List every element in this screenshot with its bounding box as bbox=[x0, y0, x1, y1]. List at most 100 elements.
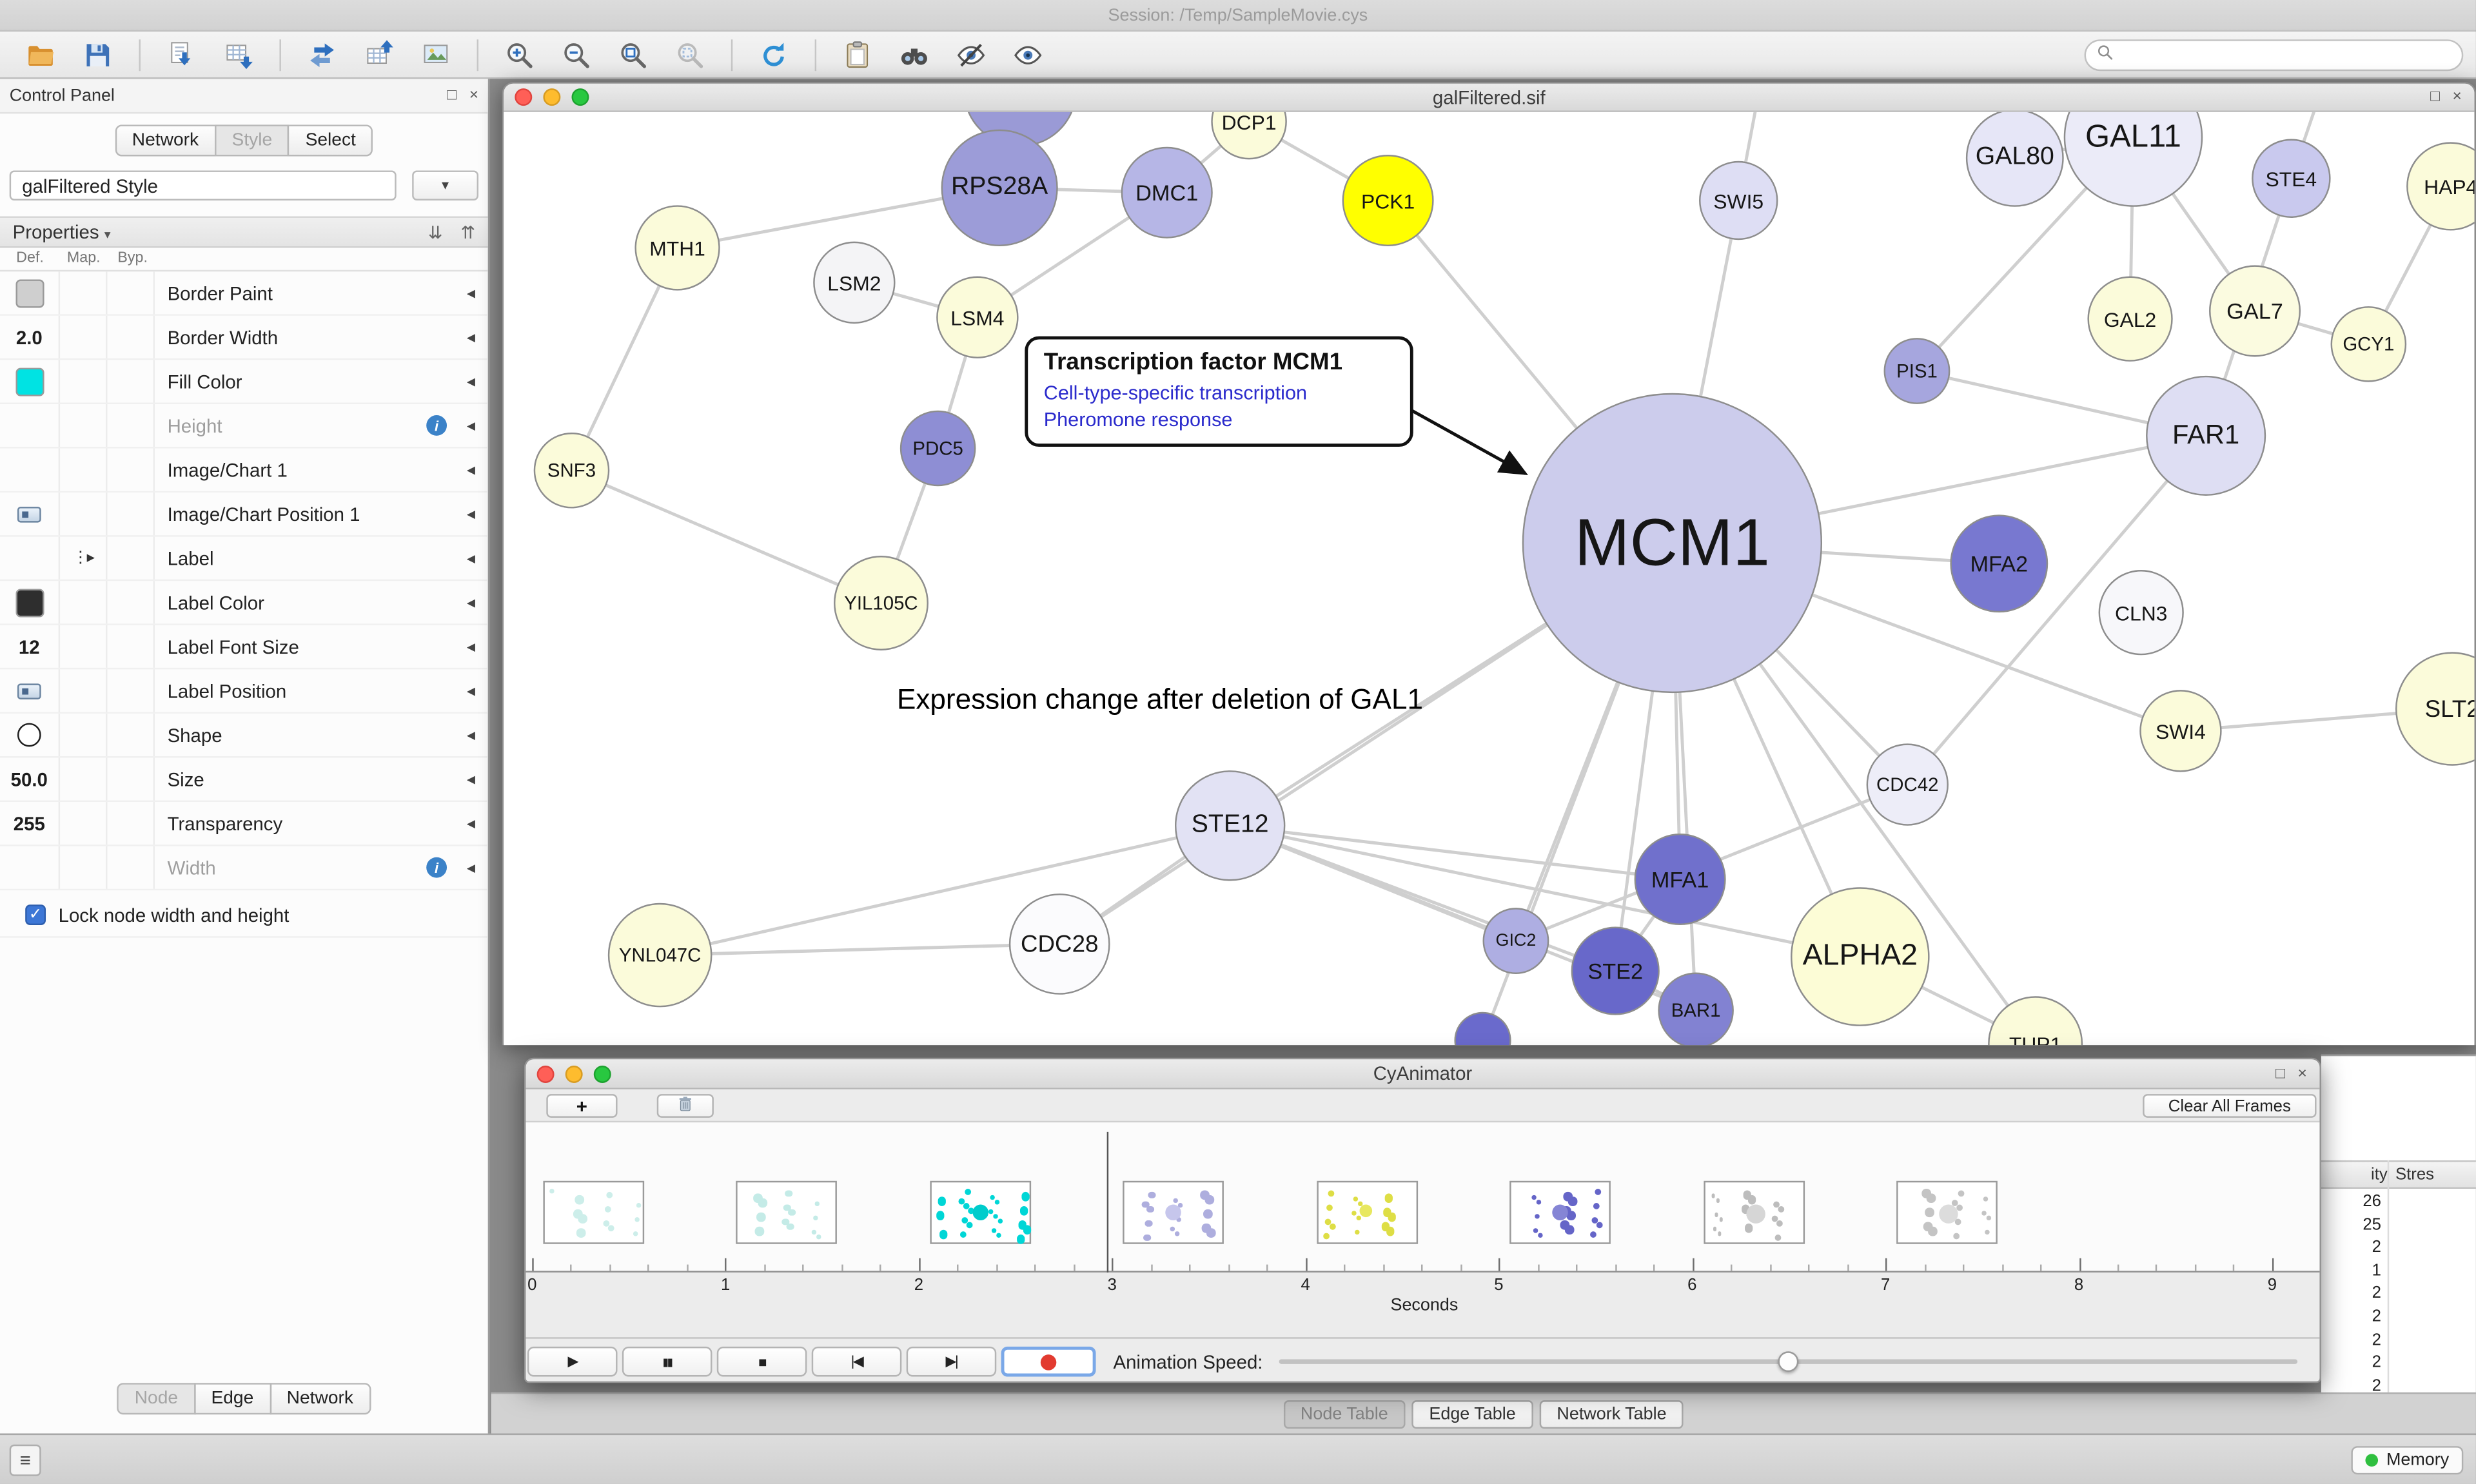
tab-node-table[interactable]: Node Table bbox=[1282, 1399, 1406, 1429]
network-node-HAP4[interactable]: HAP4 bbox=[2406, 142, 2475, 231]
animation-frame-thumbnail-3[interactable] bbox=[1123, 1180, 1224, 1244]
zoom-selected-icon[interactable] bbox=[669, 34, 711, 75]
export-network-icon[interactable] bbox=[302, 34, 343, 75]
tab-select[interactable]: Select bbox=[288, 124, 373, 157]
zoom-traffic-light[interactable] bbox=[593, 1064, 611, 1082]
tab-edge-table[interactable]: Edge Table bbox=[1411, 1399, 1533, 1429]
expand-row-arrow[interactable]: ◀ bbox=[466, 818, 476, 830]
network-node-DCP1[interactable]: DCP1 bbox=[1211, 112, 1287, 160]
network-node-DMC1[interactable]: DMC1 bbox=[1121, 146, 1213, 239]
first-neighbors-icon[interactable] bbox=[894, 34, 935, 75]
network-node-BAR1[interactable]: BAR1 bbox=[1658, 972, 1734, 1046]
style-property-row-label[interactable]: ⋮▸Label◀ bbox=[0, 536, 488, 581]
mapping-cell[interactable] bbox=[60, 315, 108, 358]
float-window-icon[interactable]: □ bbox=[2275, 1064, 2285, 1082]
network-node-YIL105C[interactable]: YIL105C bbox=[834, 556, 928, 650]
lock-size-row[interactable]: ✓ Lock node width and height bbox=[0, 893, 488, 938]
style-property-row-border-paint[interactable]: Border Paint◀ bbox=[0, 271, 488, 316]
network-node-FAR1[interactable]: FAR1 bbox=[2146, 375, 2266, 496]
bypass-cell[interactable] bbox=[108, 448, 155, 491]
float-window-icon[interactable]: □ bbox=[2430, 88, 2440, 106]
bypass-cell[interactable] bbox=[108, 581, 155, 624]
default-value-cell[interactable] bbox=[0, 404, 61, 447]
zoom-traffic-light[interactable] bbox=[571, 88, 589, 106]
bypass-cell[interactable] bbox=[108, 271, 155, 315]
style-property-row-fill-color[interactable]: Fill Color◀ bbox=[0, 360, 488, 404]
zoom-out-icon[interactable] bbox=[556, 34, 597, 75]
expand-row-arrow[interactable]: ◀ bbox=[466, 465, 476, 476]
panel-menu-button[interactable]: ≡ bbox=[9, 1444, 41, 1476]
default-value-cell[interactable]: 2.0 bbox=[0, 315, 61, 358]
default-value-cell[interactable]: 12 bbox=[0, 625, 61, 668]
pause-button[interactable]: ▮▮ bbox=[622, 1346, 712, 1377]
annotation-link-2[interactable]: Pheromone response bbox=[1043, 408, 1233, 431]
tab-network-style[interactable]: Network bbox=[269, 1383, 371, 1415]
table-cell-value[interactable]: 25 bbox=[2363, 1215, 2381, 1235]
table-cell-value[interactable]: 2 bbox=[2372, 1353, 2381, 1372]
close-panel-icon[interactable]: × bbox=[469, 86, 479, 104]
close-window-icon[interactable]: × bbox=[2452, 88, 2462, 106]
default-value-cell[interactable] bbox=[0, 493, 61, 536]
table-cell-value[interactable]: 2 bbox=[2372, 1330, 2381, 1349]
mapping-cell[interactable] bbox=[60, 669, 108, 712]
timeline-playhead[interactable] bbox=[1106, 1131, 1110, 1273]
network-node-GIC2[interactable]: GIC2 bbox=[1482, 908, 1549, 974]
bypass-cell[interactable] bbox=[108, 493, 155, 536]
default-value-cell[interactable] bbox=[0, 271, 61, 315]
network-node-LSM4[interactable]: LSM4 bbox=[936, 276, 1019, 358]
network-node-GAL2[interactable]: GAL2 bbox=[2087, 276, 2173, 362]
network-node-YNL047C[interactable]: YNL047C bbox=[607, 903, 712, 1008]
table-cell-value[interactable]: 2 bbox=[2372, 1238, 2381, 1257]
export-image-icon[interactable] bbox=[415, 34, 457, 75]
mapping-cell[interactable] bbox=[60, 360, 108, 403]
style-property-row-label-position[interactable]: Label Position◀ bbox=[0, 669, 488, 714]
animation-frame-thumbnail-0[interactable] bbox=[543, 1180, 645, 1244]
properties-header[interactable]: Properties ▾ ⇊ ⇈ bbox=[0, 216, 488, 248]
tab-network-table[interactable]: Network Table bbox=[1539, 1399, 1684, 1429]
network-node-MTH1[interactable]: MTH1 bbox=[634, 205, 720, 291]
play-button[interactable]: ▶ bbox=[527, 1346, 618, 1377]
network-node-PDC5[interactable]: PDC5 bbox=[899, 410, 976, 487]
open-icon[interactable] bbox=[21, 34, 62, 75]
network-node-GCY1[interactable]: GCY1 bbox=[2330, 306, 2407, 382]
tab-network[interactable]: Network bbox=[114, 124, 217, 157]
export-table-icon[interactable] bbox=[359, 34, 400, 75]
animation-frame-thumbnail-4[interactable] bbox=[1316, 1180, 1418, 1244]
stop-button[interactable]: ■ bbox=[716, 1346, 807, 1377]
close-traffic-light[interactable] bbox=[536, 1064, 555, 1082]
network-node-partial[interactable] bbox=[1454, 1011, 1511, 1046]
default-value-cell[interactable] bbox=[0, 360, 61, 403]
mapping-cell[interactable] bbox=[60, 493, 108, 536]
slider-thumb[interactable] bbox=[1778, 1351, 1799, 1372]
network-node-SLT2[interactable]: SLT2 bbox=[2395, 652, 2475, 766]
network-node-SWI4[interactable]: SWI4 bbox=[2139, 690, 2222, 772]
network-node-CDC28[interactable]: CDC28 bbox=[1008, 893, 1110, 995]
search-input[interactable] bbox=[2120, 46, 2453, 65]
network-node-PIS1[interactable]: PIS1 bbox=[1883, 338, 1950, 404]
expand-row-arrow[interactable]: ◀ bbox=[466, 420, 476, 432]
bypass-cell[interactable] bbox=[108, 536, 155, 580]
zoom-in-icon[interactable] bbox=[499, 34, 540, 75]
network-node-STE2[interactable]: STE2 bbox=[1571, 926, 1660, 1015]
mapping-cell[interactable] bbox=[60, 846, 108, 889]
add-frame-button[interactable]: + bbox=[546, 1094, 618, 1118]
network-node-STE12[interactable]: STE12 bbox=[1174, 770, 1286, 881]
skip-to-end-button[interactable]: ▶| bbox=[906, 1346, 997, 1377]
zoom-fit-icon[interactable] bbox=[613, 34, 654, 75]
default-value-cell[interactable]: 50.0 bbox=[0, 757, 61, 801]
animation-frame-thumbnail-1[interactable] bbox=[736, 1180, 838, 1244]
paste-icon[interactable] bbox=[837, 34, 878, 75]
apply-layout-icon[interactable] bbox=[753, 34, 794, 75]
close-traffic-light[interactable] bbox=[515, 88, 533, 106]
mapping-cell[interactable] bbox=[60, 448, 108, 491]
annotation-link-1[interactable]: Cell-type-specific transcription bbox=[1043, 382, 1308, 404]
cyanimator-titlebar[interactable]: CyAnimator □ × bbox=[526, 1059, 2320, 1089]
animation-frame-thumbnail-5[interactable] bbox=[1509, 1180, 1611, 1244]
network-node-PCK1[interactable]: PCK1 bbox=[1342, 154, 1434, 247]
column-header-radiality[interactable]: ity bbox=[2371, 1165, 2388, 1184]
float-panel-icon[interactable]: □ bbox=[447, 86, 457, 104]
